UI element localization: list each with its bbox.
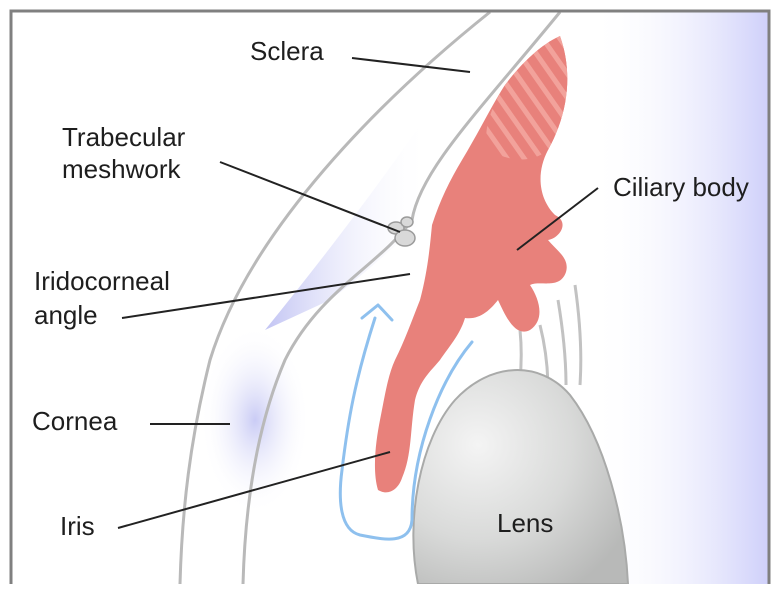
label-lens: Lens bbox=[497, 508, 553, 538]
label-iris: Iris bbox=[60, 511, 95, 541]
label-sclera: Sclera bbox=[250, 36, 324, 66]
label-trabecular-line1: Trabecular bbox=[62, 122, 186, 152]
aqueous-flow-arrowhead bbox=[362, 305, 392, 320]
ciliary-muscle-stripes bbox=[486, 36, 567, 159]
label-ciliary-body: Ciliary body bbox=[613, 172, 749, 202]
label-iridocorneal-line2: angle bbox=[34, 300, 98, 330]
cornea-glow bbox=[200, 325, 310, 515]
label-cornea: Cornea bbox=[32, 406, 118, 436]
background-tint bbox=[590, 12, 768, 584]
label-iridocorneal-line1: Iridocorneal bbox=[34, 266, 170, 296]
label-trabecular-line2: meshwork bbox=[62, 154, 181, 184]
